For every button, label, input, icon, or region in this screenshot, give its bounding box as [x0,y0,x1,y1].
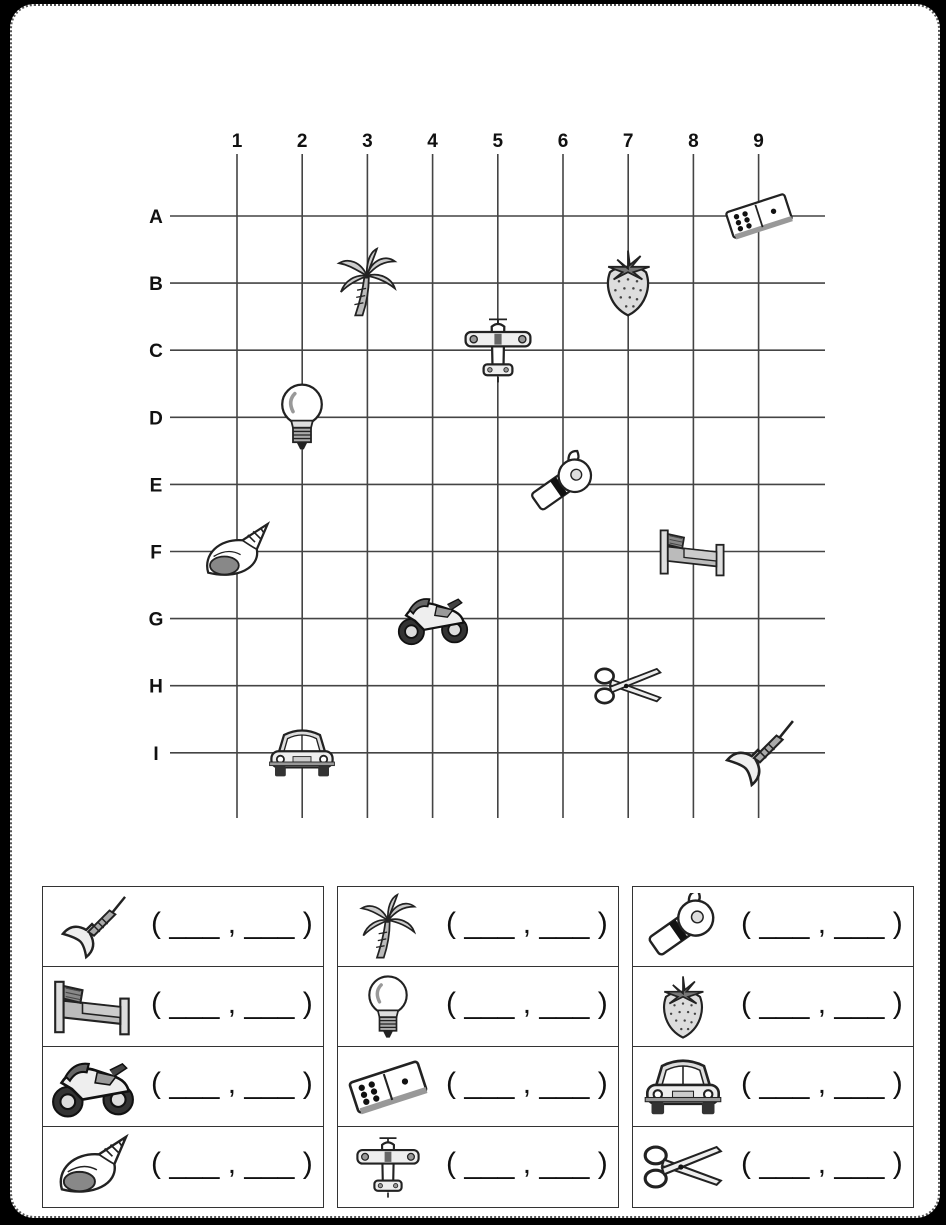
coordinate-answer-blank[interactable]: ( ___ , ___ ) [741,987,903,1021]
palm-tree-icon [331,247,403,319]
strawberry-icon [641,973,725,1041]
airplane-icon [462,314,534,386]
answer-row: ( ___ , ___ ) [338,1047,618,1127]
bed-icon [51,973,135,1041]
airplane-icon [346,1133,430,1201]
coordinate-answer-blank[interactable]: ( ___ , ___ ) [741,1147,903,1181]
dart-icon [723,717,795,789]
scissors-icon [592,650,664,722]
row-label: F [150,543,162,564]
column-label: 5 [493,131,504,152]
coordinate-answer-blank[interactable]: ( ___ , ___ ) [446,987,608,1021]
palm-tree-icon [346,893,430,961]
row-label: A [149,207,163,228]
answer-row: ( ___ , ___ ) [338,967,618,1047]
answer-row: ( ___ , ___ ) [338,887,618,967]
column-label: 9 [753,131,764,152]
coordinate-answer-blank[interactable]: ( ___ , ___ ) [151,1067,313,1101]
answer-box: ( ___ , ___ ) ( ___ , ___ ) ( ___ , ___ ) (… [632,886,914,1208]
light-bulb-icon [266,381,338,453]
coordinate-answer-blank[interactable]: ( ___ , ___ ) [151,987,313,1021]
coordinate-grid: 1 2 3 4 5 6 7 8 9A B C D E F G H I [12,6,942,866]
answer-row: ( ___ , ___ ) [43,1047,323,1127]
row-label: I [153,744,158,765]
motorcycle-icon [51,1053,135,1121]
coordinate-answer-blank[interactable]: ( ___ , ___ ) [151,1147,313,1181]
column-label: 8 [688,131,699,152]
answer-row: ( ___ , ___ ) [338,1127,618,1207]
row-label: B [149,274,163,295]
row-label: C [149,341,163,362]
motorcycle-icon [397,583,469,655]
column-label: 6 [558,131,569,152]
domino-icon [723,180,795,252]
row-label: E [150,475,163,496]
whistle-icon [527,448,599,520]
scissors-icon [641,1133,725,1201]
row-label: G [149,610,164,631]
answer-row: ( ___ , ___ ) [633,1047,913,1127]
dart-icon [51,893,135,961]
answer-row: ( ___ , ___ ) [633,967,913,1047]
coordinate-answer-blank[interactable]: ( ___ , ___ ) [446,907,608,941]
answer-row: ( ___ , ___ ) [43,887,323,967]
car-icon [266,717,338,789]
whistle-icon [641,893,725,961]
column-label: 3 [362,131,373,152]
column-label: 2 [297,131,308,152]
shell-icon [201,516,273,588]
coordinate-answer-blank[interactable]: ( ___ , ___ ) [741,907,903,941]
coordinate-answer-blank[interactable]: ( ___ , ___ ) [741,1067,903,1101]
column-label: 1 [232,131,243,152]
answer-row: ( ___ , ___ ) [43,967,323,1047]
coordinate-answer-blank[interactable]: ( ___ , ___ ) [151,907,313,941]
strawberry-icon [592,247,664,319]
bed-icon [657,516,729,588]
answer-box: ( ___ , ___ ) ( ___ , ___ ) ( ___ , ___ ) (… [337,886,619,1208]
car-icon [641,1053,725,1121]
answer-row: ( ___ , ___ ) [633,1127,913,1207]
row-label: D [149,408,163,429]
row-label: H [149,677,163,698]
coordinate-answer-blank[interactable]: ( ___ , ___ ) [446,1067,608,1101]
answer-row: ( ___ , ___ ) [633,887,913,967]
column-label: 7 [623,131,634,152]
domino-icon [346,1053,430,1121]
column-label: 4 [427,131,438,152]
light-bulb-icon [346,973,430,1041]
answer-box: ( ___ , ___ ) ( ___ , ___ ) ( ___ , ___ ) (… [42,886,324,1208]
shell-icon [51,1133,135,1201]
answer-row: ( ___ , ___ ) [43,1127,323,1207]
coordinate-answer-blank[interactable]: ( ___ , ___ ) [446,1147,608,1181]
